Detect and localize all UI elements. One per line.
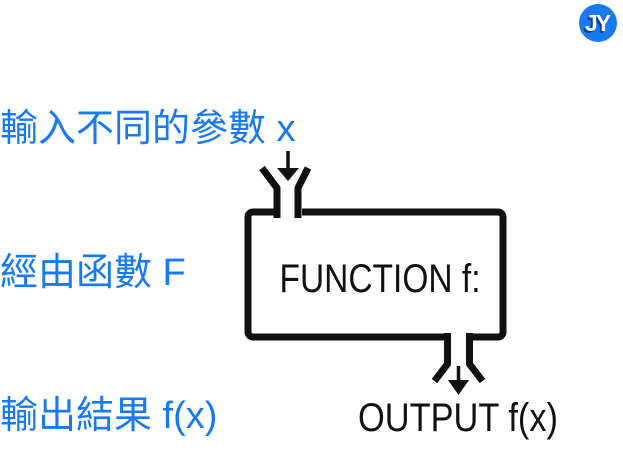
function-box-label: FUNCTION f: [280, 257, 481, 301]
jy-logo-text: JY [584, 9, 611, 36]
jy-logo: JY [579, 4, 617, 42]
output-label: OUTPUT f(x) [358, 396, 558, 440]
output-spout-right-wall [466, 333, 486, 384]
label-output-result: 輸出結果 f(x) [0, 395, 218, 437]
label-input-parameter: 輸入不同的參數 x [0, 108, 296, 150]
function-box [244, 208, 507, 341]
output-spout [431, 333, 486, 384]
input-arrow-icon [277, 151, 299, 181]
output-arrow-icon [448, 366, 469, 395]
function-machine-diagram: FUNCTION f: OUTPUT f(x) [244, 151, 558, 440]
input-arrow-head [277, 168, 299, 181]
label-via-function: 經由函數 F [0, 252, 186, 294]
input-funnel [259, 165, 312, 218]
spout-opening [444, 330, 473, 344]
input-funnel-right-wall [294, 166, 312, 218]
output-arrow-head [448, 380, 469, 395]
input-funnel-left-wall [259, 165, 281, 218]
output-spout-left-wall [431, 333, 451, 384]
